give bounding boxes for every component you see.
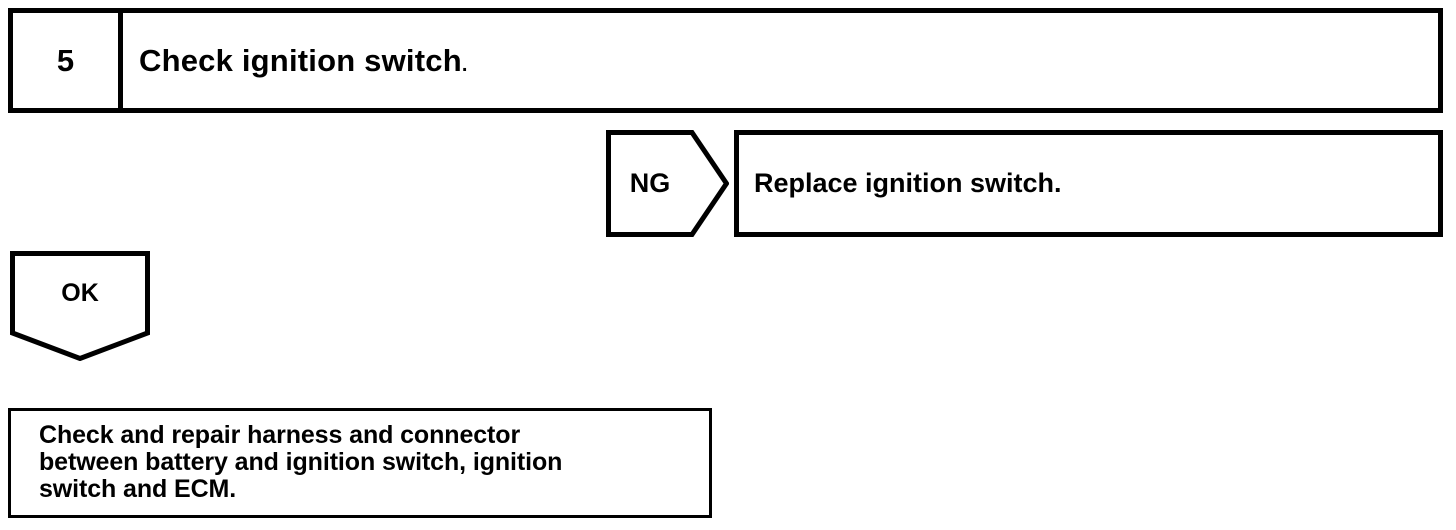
step-header-row: 5 Check ignition switch. [8, 8, 1443, 113]
step-number: 5 [56, 43, 75, 78]
ok-branch-label: OK [61, 278, 99, 307]
ng-arrow-shape [606, 130, 729, 237]
ng-result-box: Replace ignition switch. [734, 130, 1443, 237]
step-title-text: Check ignition switch [139, 43, 462, 78]
ng-result-text: Replace ignition switch. [754, 168, 1062, 198]
step-title-period: . [461, 54, 468, 76]
ok-result-box: Check and repair harness and connector b… [8, 408, 712, 518]
step-title-cell: Check ignition switch. [123, 13, 1438, 108]
ok-branch-arrow: OK [10, 251, 150, 361]
step-number-cell: 5 [13, 13, 123, 108]
ok-result-text: Check and repair harness and connector b… [39, 421, 563, 503]
ng-branch-arrow: NG [606, 130, 729, 237]
ok-arrow-shape [10, 251, 150, 361]
ng-branch-label: NG [629, 168, 671, 198]
step-title: Check ignition switch. [139, 45, 468, 76]
